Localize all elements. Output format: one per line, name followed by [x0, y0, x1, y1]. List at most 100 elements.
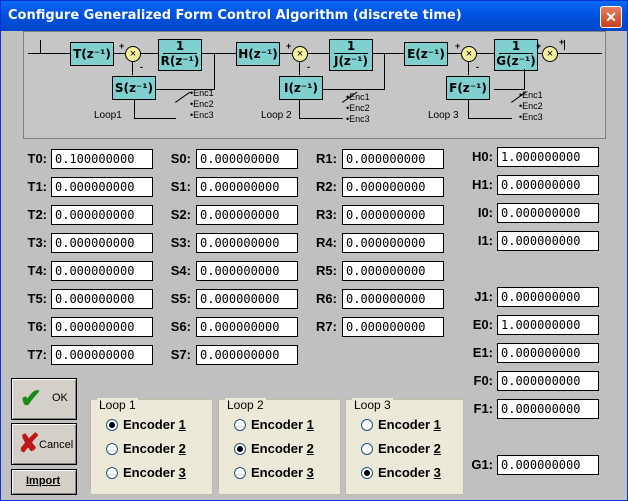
- loop1-encoder2-label: Encoder 2: [123, 441, 186, 456]
- H-block: H(z⁻¹): [236, 42, 280, 66]
- field-S7[interactable]: 0.000000000: [196, 345, 298, 365]
- loop1-encoder3-radio[interactable]: [106, 467, 118, 479]
- field-T4[interactable]: 0.000000000: [51, 261, 153, 281]
- plus-sign: +: [286, 41, 292, 51]
- field-T5[interactable]: 0.000000000: [51, 289, 153, 309]
- field-T7[interactable]: 0.000000000: [51, 345, 153, 365]
- label-S3: S3:: [170, 235, 191, 250]
- I-block: I(z⁻¹): [279, 76, 323, 100]
- field-S2[interactable]: 0.000000000: [196, 205, 298, 225]
- loop1-encoder3-label: Encoder 3: [123, 465, 186, 480]
- label-S0: S0:: [170, 151, 191, 166]
- label-S7: S7:: [170, 347, 191, 362]
- label-S1: S1:: [170, 179, 191, 194]
- field-T6[interactable]: 0.000000000: [51, 317, 153, 337]
- summer-2: ×: [292, 46, 308, 62]
- field-I1[interactable]: 0.000000000: [497, 231, 599, 251]
- loop3-group: Loop 3 Encoder 1 Encoder 2 Encoder 3: [345, 398, 464, 495]
- label-E1: E1:: [472, 345, 493, 360]
- title-bar[interactable]: Configure Generalized Form Control Algor…: [1, 1, 627, 31]
- loop1-encoder1-label: Encoder 1: [123, 417, 186, 432]
- field-F0[interactable]: 0.000000000: [497, 371, 599, 391]
- label-J1: J1:: [474, 289, 493, 304]
- label-F1: F1:: [473, 401, 494, 416]
- field-R4[interactable]: 0.000000000: [342, 233, 444, 253]
- field-T1[interactable]: 0.000000000: [51, 177, 153, 197]
- close-button[interactable]: ✕: [600, 6, 622, 28]
- loop2-encoder1-radio[interactable]: [234, 419, 246, 431]
- field-I0[interactable]: 0.000000000: [497, 203, 599, 223]
- field-H1[interactable]: 0.000000000: [497, 175, 599, 195]
- field-R1[interactable]: 0.000000000: [342, 149, 444, 169]
- field-S3[interactable]: 0.000000000: [196, 233, 298, 253]
- loop1-label: Loop1: [94, 110, 122, 121]
- minus-sign: -: [140, 62, 143, 72]
- field-S0[interactable]: 0.000000000: [196, 149, 298, 169]
- loop1-encoder2-radio[interactable]: [106, 443, 118, 455]
- loop3-encoder3-radio[interactable]: [361, 467, 373, 479]
- field-S4[interactable]: 0.000000000: [196, 261, 298, 281]
- loop1-title: Loop 1: [97, 398, 138, 412]
- plus-sign: +: [455, 41, 461, 51]
- field-S6[interactable]: 0.000000000: [196, 317, 298, 337]
- loop2-encoder2-radio[interactable]: [234, 443, 246, 455]
- label-R6: R6:: [316, 291, 337, 306]
- import-button[interactable]: Import: [11, 469, 77, 495]
- field-S1[interactable]: 0.000000000: [196, 177, 298, 197]
- label-S2: S2:: [170, 207, 191, 222]
- field-R2[interactable]: 0.000000000: [342, 177, 444, 197]
- label-G1: G1:: [471, 457, 493, 472]
- field-F1[interactable]: 0.000000000: [497, 399, 599, 419]
- field-T3[interactable]: 0.000000000: [51, 233, 153, 253]
- field-E1[interactable]: 0.000000000: [497, 343, 599, 363]
- loop3-encoder1-radio[interactable]: [361, 419, 373, 431]
- label-E0: E0:: [472, 317, 493, 332]
- field-R3[interactable]: 0.000000000: [342, 205, 444, 225]
- label-T4: T4:: [27, 263, 48, 278]
- ok-label: OK: [52, 392, 68, 404]
- checkmark-icon: ✔: [20, 383, 42, 413]
- loop2-encoder1-label: Encoder 1: [251, 417, 314, 432]
- loop1-group: Loop 1 Encoder 1 Encoder 2 Encoder 3: [90, 398, 213, 495]
- label-R5: R5:: [316, 263, 337, 278]
- x-icon: ✘: [18, 428, 40, 458]
- loop3-encoder2-radio[interactable]: [361, 443, 373, 455]
- plus-sign: +: [536, 41, 542, 51]
- import-label: Import: [26, 475, 61, 487]
- field-H0[interactable]: 1.000000000: [497, 147, 599, 167]
- cancel-button[interactable]: ✘ Cancel: [11, 423, 77, 465]
- loop1-encoders: •Enc1•Enc2•Enc3: [190, 88, 214, 120]
- S-block: S(z⁻¹): [112, 76, 156, 100]
- field-G1[interactable]: 0.000000000: [497, 455, 599, 475]
- label-R7: R7:: [316, 319, 337, 334]
- label-S4: S4:: [170, 263, 191, 278]
- field-J1[interactable]: 0.000000000: [497, 287, 599, 307]
- loop2-encoder3-radio[interactable]: [234, 467, 246, 479]
- ok-button[interactable]: ✔ OK: [11, 378, 77, 420]
- loop3-label: Loop 3: [428, 110, 459, 121]
- loop1-encoder1-radio[interactable]: [106, 419, 118, 431]
- label-S6: S6:: [170, 319, 191, 334]
- window-title: Configure Generalized Form Control Algor…: [8, 8, 462, 23]
- field-E0[interactable]: 1.000000000: [497, 315, 599, 335]
- label-R3: R3:: [316, 207, 337, 222]
- field-R7[interactable]: 0.000000000: [342, 317, 444, 337]
- field-T2[interactable]: 0.000000000: [51, 205, 153, 225]
- E-block: E(z⁻¹): [404, 42, 448, 66]
- field-S5[interactable]: 0.000000000: [196, 289, 298, 309]
- field-T0[interactable]: 0.100000000: [51, 149, 153, 169]
- field-R6[interactable]: 0.000000000: [342, 289, 444, 309]
- field-R5[interactable]: 0.000000000: [342, 261, 444, 281]
- loop2-encoder3-label: Encoder 3: [251, 465, 314, 480]
- label-H0: H0:: [472, 149, 493, 164]
- T-block: T(z⁻¹): [70, 42, 114, 66]
- loop3-encoder2-label: Encoder 2: [378, 441, 441, 456]
- F-block: F(z⁻¹): [446, 76, 490, 100]
- close-icon: ✕: [605, 9, 617, 25]
- label-R1: R1:: [316, 151, 337, 166]
- minus-sign: -: [307, 62, 310, 72]
- label-R4: R4:: [316, 235, 337, 250]
